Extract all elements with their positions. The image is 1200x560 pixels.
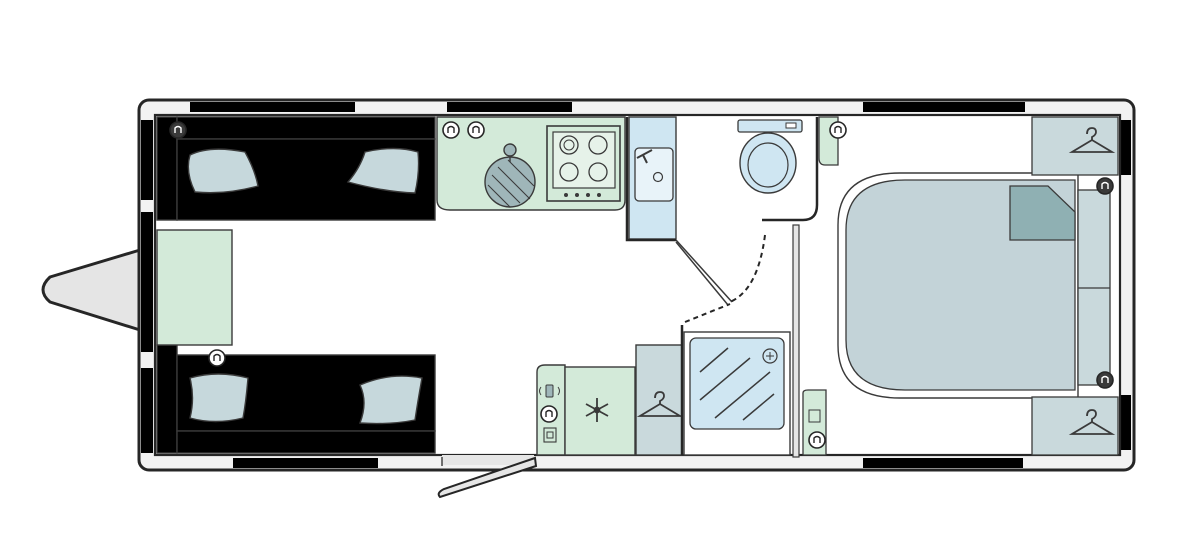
round-sink — [484, 143, 536, 208]
washroom-door-swing — [684, 303, 731, 323]
cushion — [189, 373, 249, 423]
front-lounge-seat-top[interactable] — [156, 116, 436, 221]
washroom-wall — [625, 117, 676, 242]
socket-icon — [543, 427, 557, 443]
shower-icon[interactable] — [683, 331, 791, 456]
entrance-door[interactable] — [437, 455, 538, 499]
socket-icon — [829, 121, 847, 139]
speaker-icon — [539, 384, 560, 398]
socket-icon — [808, 431, 826, 449]
bedroom-partition — [792, 224, 800, 458]
washroom-wall — [762, 117, 819, 222]
front-lounge-seat-bottom[interactable] — [156, 344, 436, 454]
hanger-icon — [1068, 409, 1116, 435]
sink-icon — [652, 171, 664, 183]
socket-icon — [169, 121, 187, 139]
socket-icon — [442, 121, 460, 139]
toilet-icon[interactable] — [737, 119, 803, 194]
washroom-basin — [628, 116, 677, 240]
bedside-wardrobe-top[interactable] — [1031, 116, 1119, 176]
tow-hitch — [41, 248, 142, 332]
socket-icon — [540, 405, 558, 423]
socket-icon — [1096, 177, 1114, 195]
cushion — [346, 147, 420, 194]
pillow — [1009, 185, 1076, 241]
washroom-door-swing — [729, 234, 766, 303]
hob-icon — [546, 125, 621, 202]
cushion — [359, 375, 423, 425]
washroom-wall — [675, 241, 729, 306]
socket-icon — [208, 349, 226, 367]
washroom-wall — [675, 239, 733, 303]
hanger-icon — [1068, 127, 1116, 153]
island-bed[interactable] — [837, 172, 1079, 399]
bedside-wardrobe-bottom[interactable] — [1031, 396, 1119, 456]
socket-icon — [467, 121, 485, 139]
socket-icons — [169, 121, 1114, 449]
socket-icon — [1096, 371, 1114, 389]
windows — [141, 102, 1131, 468]
front-chest[interactable] — [156, 229, 233, 346]
hanger-icon — [636, 391, 684, 417]
fridge[interactable] — [564, 366, 636, 456]
socket-icon — [808, 409, 821, 423]
cushion — [187, 148, 259, 194]
snowflake-icon — [585, 398, 609, 422]
tap-icon — [636, 149, 653, 164]
wardrobe-middle[interactable] — [635, 344, 684, 456]
